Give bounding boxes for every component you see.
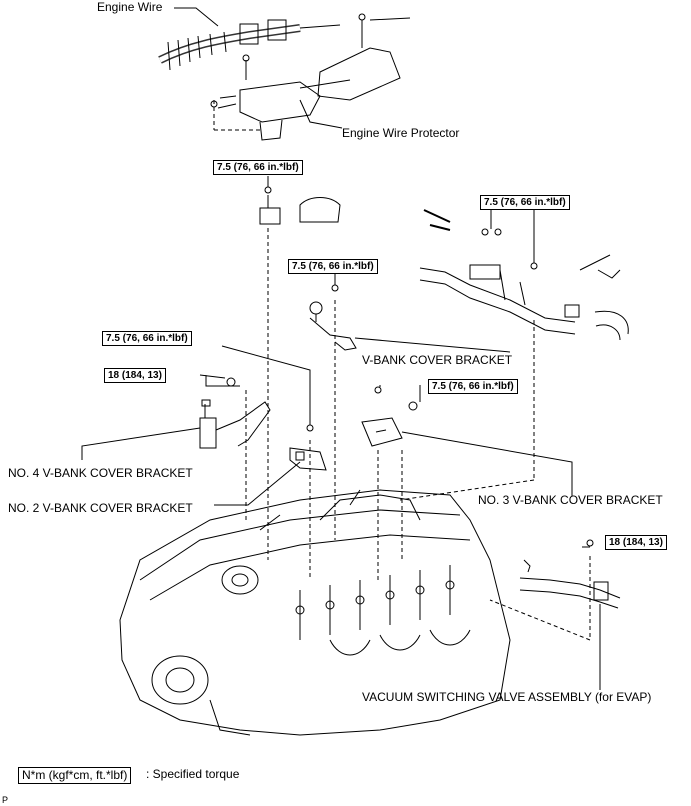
vsv-drawing [519, 559, 621, 609]
connector-drawing [259, 195, 341, 225]
torque-spec-box: 7.5 (76, 66 in.*lbf) [288, 259, 378, 274]
torque-spec-box: 18 (184, 13) [605, 535, 667, 550]
vacuum-pipe-drawing [419, 209, 629, 341]
alignment-lines [245, 228, 591, 641]
engine-wire-label: Engine Wire [97, 0, 163, 14]
no3-bracket-label: NO. 3 V-BANK COVER BRACKET [478, 493, 663, 507]
legend-description: : Specified torque [146, 767, 240, 781]
torque-spec-box: 7.5 (76, 66 in.*lbf) [102, 331, 192, 346]
no2-bracket-label: NO. 2 V-BANK COVER BRACKET [8, 501, 193, 515]
no2-bracket-drawing [289, 447, 327, 471]
torque-spec-box: 7.5 (76, 66 in.*lbf) [213, 160, 303, 175]
bolt-icons [210, 13, 594, 547]
torque-spec-box: 18 (184, 13) [104, 368, 166, 383]
torque-spec-box: 7.5 (76, 66 in.*lbf) [480, 195, 570, 210]
no4-bracket-label: NO. 4 V-BANK COVER BRACKET [8, 466, 193, 480]
no3-bracket-drawing [361, 417, 403, 447]
no4-bracket-drawing [199, 399, 271, 449]
v-bank-cover-bracket-label: V-BANK COVER BRACKET [362, 353, 513, 367]
vsv-evap-label: VACUUM SWITCHING VALVE ASSEMBLY (for EVA… [362, 690, 652, 704]
engine-wire-drawing [158, 17, 411, 71]
footer-code: P [2, 795, 9, 805]
legend-torque-box: N*m (kgf*cm, ft.*lbf) [18, 767, 132, 784]
leader-lines [81, 7, 601, 690]
torque-spec-box: 7.5 (76, 66 in.*lbf) [428, 379, 518, 394]
engine-drawing [119, 489, 511, 736]
v-bank-cover-bracket-drawing [309, 301, 357, 351]
engine-wire-protector-drawing [213, 20, 401, 141]
engine-wire-protector-label: Engine Wire Protector [342, 126, 460, 140]
